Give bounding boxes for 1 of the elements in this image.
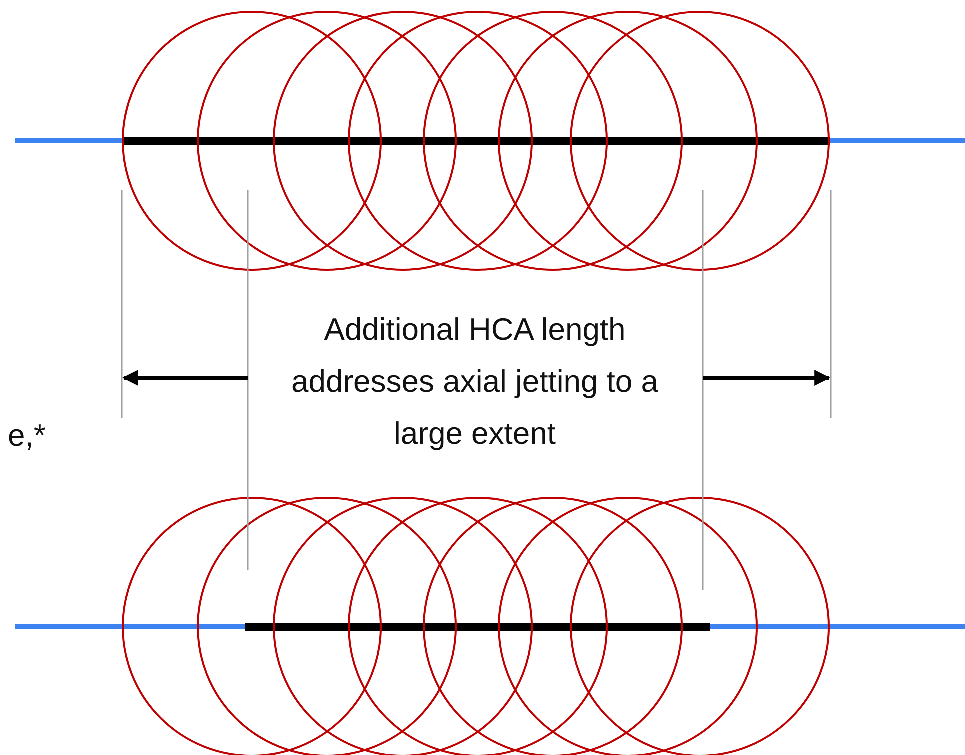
partial-text: e,* (7, 417, 47, 455)
